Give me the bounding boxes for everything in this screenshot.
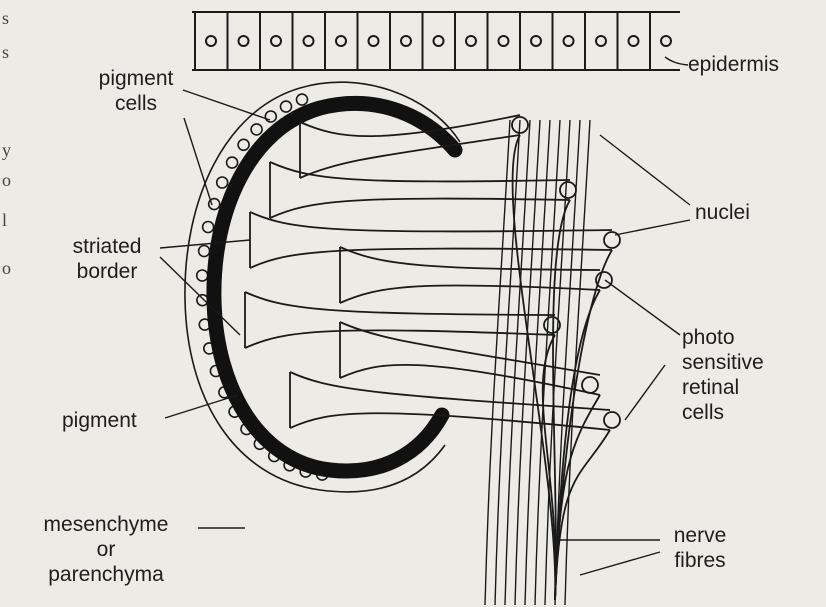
label-line: or [20,537,192,562]
epidermis-nucleus [661,36,671,46]
epidermis-nucleus [434,36,444,46]
epidermis-nucleus [564,36,574,46]
epidermis-nucleus [499,36,509,46]
epidermis-nucleus [239,36,249,46]
retinal-cell-outline [340,365,600,395]
epidermis-nucleus [531,36,541,46]
leader-lines [160,57,690,575]
label-line: fibres [660,548,740,573]
pigment-cell-nucleus [217,177,228,188]
pigment-cell-nucleus [297,94,308,105]
label-pigment: pigment [62,408,137,433]
edge-text: l [2,210,7,230]
retinal-cells [245,115,620,600]
retinal-cell-outline [340,285,600,303]
label-line: border [52,259,162,284]
label-line: cells [682,400,764,425]
retinal-nucleus [604,412,620,428]
pigment-cell-nucleus [197,295,208,306]
epidermis-nucleus [206,36,216,46]
pigment-cell-nucleus [227,157,238,168]
epidermis-nucleus [401,36,411,46]
pigment-cell-nucleus [238,139,249,150]
retinal-fibre [512,135,555,600]
label-line: nerve [660,523,740,548]
retinal-cell-outline [245,330,555,348]
epidermis-nucleus [369,36,379,46]
label-line: pigment [80,66,192,91]
epidermis-layer [192,12,680,70]
epidermis-nucleus [271,36,281,46]
label-line: photo [682,325,764,350]
pigment-cell-nucleus [203,222,214,233]
epidermis-nucleus [304,36,314,46]
label-line: retinal [682,375,764,400]
label-line: striated [52,234,162,259]
label-striated-border: striated border [52,234,162,284]
pigment-cell-nucleus [281,101,292,112]
edge-text: o [2,170,11,190]
label-epidermis: epidermis [688,52,779,77]
edge-text: y [2,140,11,160]
label-pigment-cells: pigment cells [80,66,192,116]
edge-text: s [2,8,9,28]
pigment-cell-nucleus [251,124,262,135]
epidermis-nucleus [629,36,639,46]
retinal-cell-outline [300,135,520,178]
edge-text: s [2,42,9,62]
nerve-fibre-bundle [485,120,590,605]
label-nuclei: nuclei [695,200,750,225]
label-line: parenchyma [20,562,192,587]
label-nerve-fibres: nerve fibres [660,523,740,573]
pigment-cell-nucleus [265,111,276,122]
pigment-cell-nucleus [197,270,208,281]
label-line: sensitive [682,350,764,375]
retinal-nucleus [560,182,576,198]
pigment-cell-nucleus [199,246,210,257]
nerve-fibre [565,120,590,605]
epidermis-nucleus [596,36,606,46]
retinal-nucleus [582,377,598,393]
label-photo-sensitive-retinal-cells: photo sensitive retinal cells [682,325,764,425]
retinal-cell-outline [250,212,612,231]
epidermis-nucleus [466,36,476,46]
label-mesenchyme: mesenchyme or parenchyma [20,512,192,587]
label-line: cells [80,91,192,116]
retinal-cell-outline [290,372,610,410]
epidermis-nucleus [336,36,346,46]
edge-text: o [2,258,11,278]
label-line: mesenchyme [20,512,192,537]
